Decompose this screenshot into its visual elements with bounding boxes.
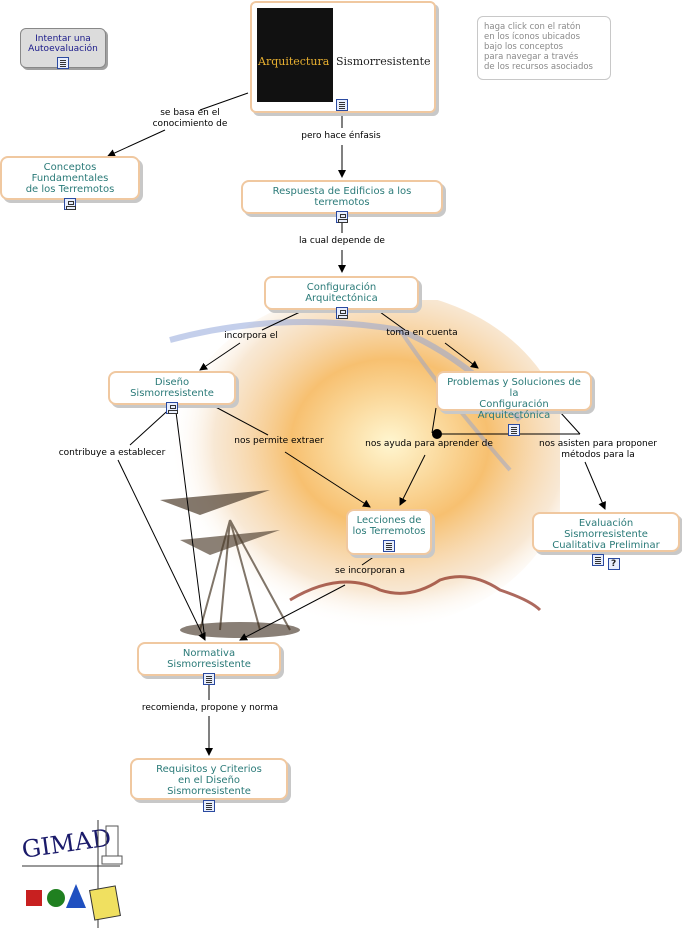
node-configuracion-arquitectonica: Configuración Arquitectónica [264,276,419,319]
node-conceptos-fundamentales: Conceptos Fundamentales de los Terremoto… [0,156,140,210]
node-requisitos-criterios: Requisitos y Criterios en el Diseño Sism… [130,758,288,812]
help-icon[interactable]: ? [607,558,620,570]
link-label-permite: nos permite extraer [234,436,324,446]
concept-map-icon[interactable] [64,198,76,210]
document-icon[interactable] [592,554,605,566]
node-diseno-sismorresistente: Diseño Sismorresistente [108,371,236,414]
document-icon[interactable] [383,540,395,552]
node-problemas-soluciones: Problemas y Soluciones de la Configuraci… [436,371,592,436]
node-label: Evaluación Sismorresistente Cualitativa … [552,518,660,551]
document-icon[interactable] [203,800,215,812]
concept-map-icon[interactable] [166,402,178,414]
node-label: Requisitos y Criterios en el Diseño Sism… [156,764,262,797]
node-label: Configuración Arquitectónica [305,282,378,304]
autoevaluacion-button[interactable]: Intentar una Autoevaluación [20,28,106,69]
link-label-contribuye: contribuye a establecer [58,448,166,458]
gimad-logo: GIMAD [20,820,123,928]
link-label-asisten: nos asisten para proponer métodos para l… [539,439,657,460]
link-label-ayuda: nos ayuda para aprender de [365,439,493,449]
node-label: Normativa Sismorresistente [167,648,251,670]
node-label: Conceptos Fundamentales de los Terremoto… [25,162,115,195]
link-label-recomienda: recomienda, propone y norma [141,703,279,713]
node-label: Problemas y Soluciones de la Configuraci… [447,377,581,421]
title-arquitectura: Arquitectura [258,55,330,68]
link-label-toma: toma en cuenta [386,328,458,338]
concept-map-icon[interactable] [336,211,348,223]
node-evaluacion-sismorresistente: Evaluación Sismorresistente Cualitativa … [532,512,680,570]
title-image-node: Arquitectura Sismorresistente [250,1,436,113]
title-image-dark-panel [257,8,333,102]
node-normativa-sismorresistente: Normativa Sismorresistente [137,642,281,685]
document-icon[interactable] [336,99,348,111]
link-label-incorpora: incorpora el [224,331,278,341]
link-label-se-basa: se basa en el conocimiento de [152,108,228,129]
node-respuesta-edificios: Respuesta de Edificios a los terremotos [241,180,443,223]
node-label: Diseño Sismorresistente [130,377,214,399]
node-label: Respuesta de Edificios a los terremotos [272,186,412,208]
link-label-incorporan: se incorporan a [335,566,405,576]
document-icon[interactable] [508,424,520,436]
autoevaluacion-label: Intentar una Autoevaluación [28,34,98,54]
title-sismorresistente: Sismorresistente [336,55,431,68]
link-label-la-cual: la cual depende de [299,236,385,246]
logo-text: GIMAD [20,824,113,864]
node-lecciones-terremotos: Lecciones de los Terremotos [346,509,432,555]
node-label: Lecciones de los Terremotos [352,515,426,537]
concept-map-icon[interactable] [335,307,348,319]
instruction-note: haga click con el ratón en los íconos ub… [477,16,611,80]
document-icon[interactable] [57,57,69,69]
link-label-pero-hace: pero hace énfasis [301,131,381,141]
document-icon[interactable] [203,673,215,685]
